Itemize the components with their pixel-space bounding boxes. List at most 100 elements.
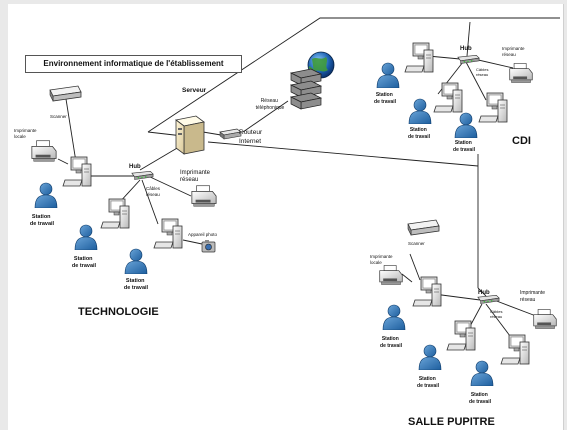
router-label-line-2: Internet [239, 138, 261, 145]
cdi-uplink [466, 21, 471, 57]
pupitre-station-2-label: Station de travail [417, 376, 440, 389]
scanner-label: Scanner [50, 114, 67, 119]
pupitre-local-printer-label-line-2: locale [370, 260, 382, 265]
pupitre-workstation-2-icon [446, 320, 476, 351]
cdi-network-printer-label-line-1: Imprimante [502, 46, 525, 51]
pupitre-scanner-label: Scanner [408, 241, 425, 246]
pupitre-station-1-label-line-1: Station [382, 336, 399, 342]
pupitre-hub-link [477, 287, 487, 297]
pupitre-station-2-label-line-2: de travail [417, 383, 440, 389]
pupitre-user-3-icon [470, 360, 494, 386]
router-phone-link [242, 100, 289, 133]
tech-station-3-label-line-2: de travail [124, 285, 149, 291]
tech-network-printer-label-line-1: Imprimante [180, 170, 211, 176]
pupitre-station-1-label-line-2: de travail [380, 343, 403, 349]
cdi-cables-label-line-1: Câbles [476, 67, 488, 72]
cdi-user-2-icon [408, 98, 432, 124]
router-label-line-1: Routeur [239, 129, 263, 136]
tech-user-1-icon [34, 182, 58, 208]
cdi-station-2-label: Station de travail [408, 127, 431, 140]
pupitre-local-printer-link [401, 273, 413, 283]
pupitre-workstation-1-icon [412, 276, 442, 307]
tech-user-2-icon [74, 224, 98, 250]
cdi-cables-label-line-2: réseau [476, 72, 488, 77]
camera-label: Appareil photo [188, 232, 218, 237]
phone-network-label-line-1: Réseau [261, 98, 278, 104]
cdi-cables-label: Câbles réseau [476, 67, 490, 77]
section-cdi: CDI [512, 135, 531, 147]
network-diagram: Serveur Réseau téléphonique Routeur Inte… [14, 17, 560, 405]
section-technologie: TECHNOLOGIE [78, 306, 159, 318]
tech-station-2-label-line-2: de travail [72, 263, 97, 269]
pupitre-station-2-label-line-1: Station [419, 376, 436, 382]
local-printer-icon [31, 140, 57, 162]
pupitre-hub-label: Hub [478, 290, 490, 296]
cdi-hub-icon [457, 54, 480, 64]
cdi-station-3-label-line-2: de travail [453, 147, 476, 153]
pupitre-station-1-label: Station de travail [380, 336, 403, 349]
pupitre-local-printer-label-line-1: Imprimante [370, 254, 393, 259]
tech-cables-label: Câbles réseau [146, 186, 161, 197]
local-printer-link [57, 158, 69, 165]
cdi-station-2-label-line-2: de travail [408, 134, 431, 140]
tech-cables-label-line-1: Câbles [146, 186, 161, 191]
cdi-workstation-1-icon [404, 42, 434, 73]
router-label: Routeur Internet [239, 129, 264, 145]
tech-network-printer-label-line-2: réseau [180, 177, 198, 183]
pupitre-station-3-label: Station de travail [469, 392, 492, 405]
phone-network-label: Réseau téléphonique [256, 98, 285, 111]
router-icon [219, 128, 242, 140]
cdi-hub-pc3 [465, 61, 487, 101]
diagram-labels: Serveur Réseau téléphonique Routeur Inte… [14, 46, 546, 405]
pupitre-workstation-3-icon [500, 334, 530, 365]
server-icon [175, 115, 205, 155]
tech-station-2-label-line-1: Station [74, 256, 93, 262]
tech-user-3-icon [124, 248, 148, 274]
pupitre-hub-pc1 [433, 293, 481, 301]
pupitre-local-printer-label: Imprimante locale [370, 254, 394, 265]
cdi-hub-label: Hub [460, 46, 472, 52]
cdi-network-printer-icon [509, 63, 533, 83]
pupitre-network-printer-label: Imprimante réseau [520, 290, 546, 303]
cdi-workstation-3-icon [478, 92, 508, 123]
pupitre-station-3-label-line-1: Station [471, 392, 488, 398]
scanner-link [65, 98, 77, 163]
tech-station-1-label-line-2: de travail [30, 221, 55, 227]
section-salle-pupitre: SALLE PUPITRE [408, 416, 495, 428]
pupitre-scanner-link [409, 253, 421, 281]
tech-station-3-label-line-1: Station [126, 278, 145, 284]
tech-network-printer-icon [191, 185, 217, 207]
diagram-title: Environnement informatique de l'établiss… [25, 55, 242, 73]
server-router-link [202, 131, 222, 136]
diagram-canvas: Serveur Réseau téléphonique Routeur Inte… [8, 4, 564, 430]
pupitre-hub-icon [477, 294, 500, 304]
tech-station-1-label: Station de travail [30, 214, 55, 227]
cdi-station-3-label-line-1: Station [455, 140, 472, 146]
tech-hub-printer [147, 175, 192, 197]
cdi-station-1-label: Station de travail [374, 92, 397, 105]
tech-workstation-1-icon [62, 156, 92, 187]
cdi-user-1-icon [376, 62, 400, 88]
cdi-station-2-label-line-1: Station [410, 127, 427, 133]
scanner-icon [49, 85, 82, 102]
tech-workstation-2-icon [100, 198, 130, 229]
tech-station-3-label: Station de travail [124, 278, 149, 291]
cdi-station-1-label-line-2: de travail [374, 99, 397, 105]
local-printer-label-line-2: locale [14, 134, 26, 139]
pupitre-cables-label-line-2: réseau [490, 314, 502, 319]
pupitre-cables-label: Câbles réseau [490, 309, 504, 319]
server-label: Serveur [182, 87, 207, 94]
server-to-cdi-link [147, 17, 560, 133]
cdi-network-printer-label: Imprimante réseau [502, 46, 526, 57]
tech-station-2-label: Station de travail [72, 256, 97, 269]
camera-icon [201, 240, 216, 253]
cdi-hub-printer [473, 58, 514, 69]
pupitre-scanner-icon [407, 219, 440, 236]
tech-cables-label-line-2: réseau [146, 192, 160, 197]
tech-hub-pc3 [141, 179, 159, 225]
cdi-network-printer-label-line-2: réseau [502, 52, 516, 57]
tech-network-printer-label: Imprimante réseau [180, 170, 212, 183]
camera-link [182, 239, 203, 245]
tech-station-1-label-line-1: Station [32, 214, 51, 220]
